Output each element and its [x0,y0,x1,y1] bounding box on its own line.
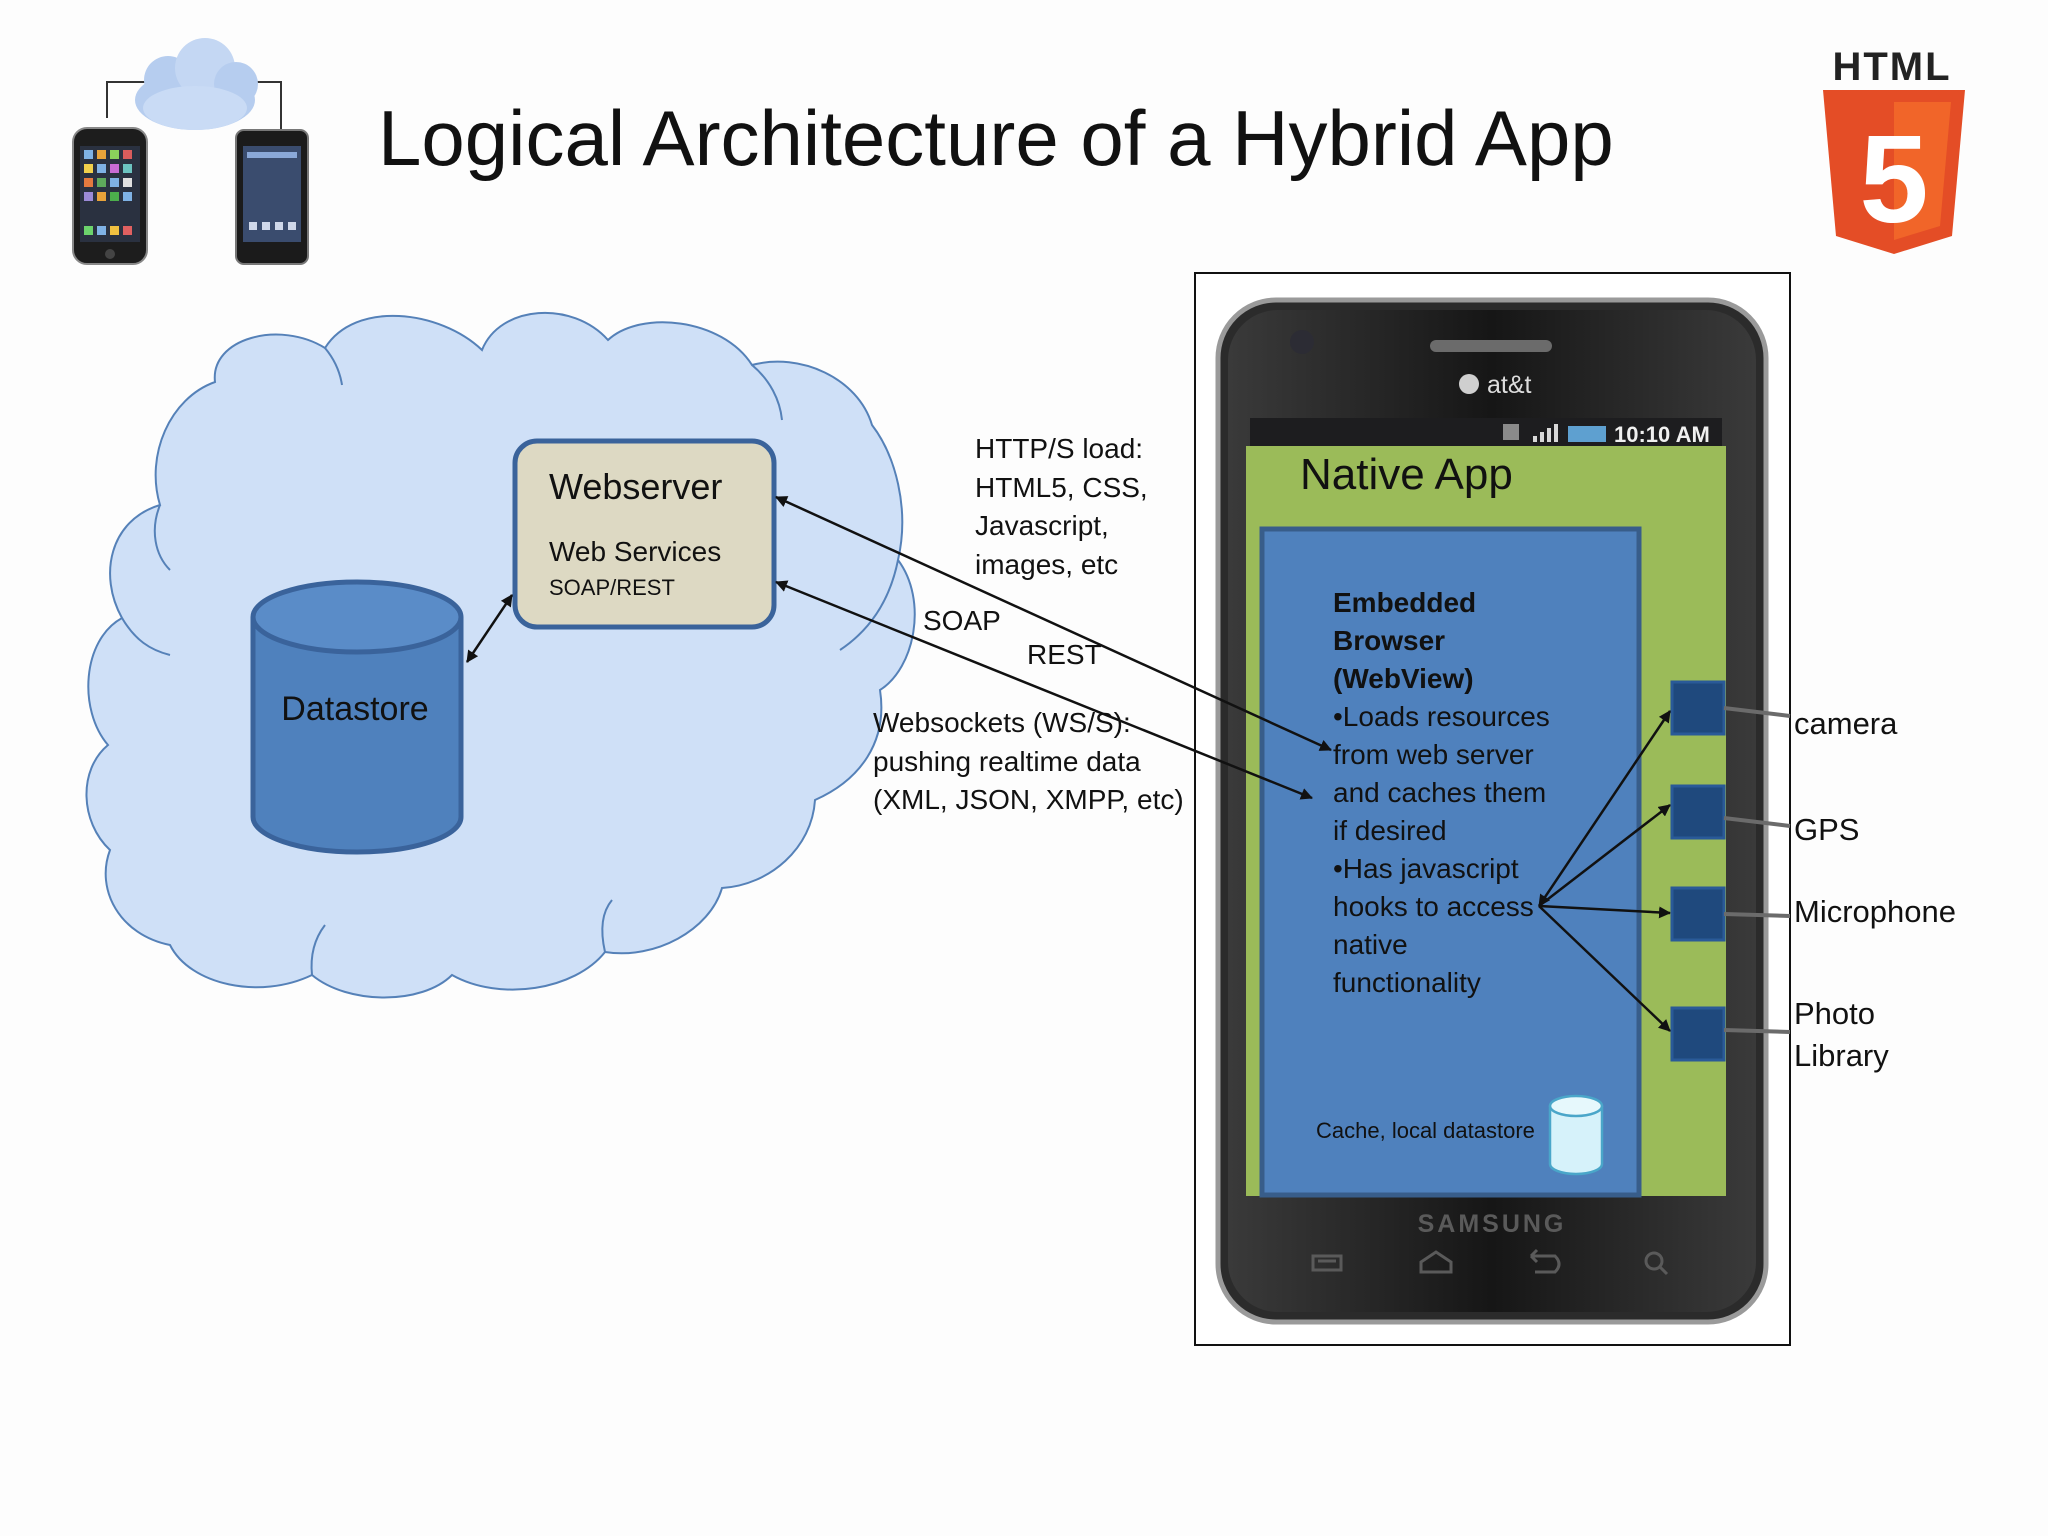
websockets-line-2: pushing realtime data [873,746,1141,777]
embedded-browser-panel: Embedded Browser (WebView) •Loads resour… [1259,526,1642,1198]
status-time: 10:10 AM [1614,422,1710,447]
browser-bullet-1: •Loads resources from web server and cac… [1333,701,1550,846]
rest-label: REST [1027,639,1102,670]
websockets-label: Websockets (WS/S): pushing realtime data… [873,707,1184,815]
datastore-label: Datastore [281,690,428,728]
feature-microphone: Microphone [1794,894,1956,929]
gps-square [1670,784,1726,840]
feature-squares [1670,680,1726,1062]
webserver-title: Webserver [549,466,722,507]
page-title: Logical Architecture of a Hybrid App [378,94,1614,182]
network-arrows [775,495,1332,800]
browser-bullet-2: •Has javascript hooks to access native f… [1333,853,1534,998]
status-bar: 10:10 AM [1250,418,1722,447]
browser-heading-line-3: (WebView) [1333,663,1474,694]
signal-icon [1533,424,1558,442]
bullet-1-line-1: •Loads resources [1333,701,1550,732]
menu-icon [1311,1254,1343,1272]
battery-icon [1568,426,1606,442]
html5-logo-text: HTML [1832,45,1951,89]
native-app-title: Native App [1300,450,1513,499]
bullet-1-line-2: from web server [1333,739,1534,770]
feature-photo-library-2: Library [1794,1038,1889,1073]
datastore-webserver-arrow [465,594,514,663]
http-line-4: images, etc [975,549,1118,580]
cloud-shape [85,311,916,999]
html5-logo-icon: HTML 5 [1823,45,1965,254]
phone-brand: SAMSUNG [1418,1210,1567,1238]
websockets-line-1: Websockets (WS/S): [873,707,1131,738]
cloud-icon [85,311,916,999]
cloud-icon [135,38,258,130]
websocket-arrow [775,580,1313,800]
search-icon [1644,1251,1669,1276]
datastore: Datastore [250,579,464,855]
bullet-2-line-2: hooks to access [1333,891,1534,922]
phone-speaker [1430,340,1552,352]
phone-nav-keys [1311,1248,1669,1276]
photo-library-square [1670,1006,1726,1062]
http-line-3: Javascript, [975,510,1109,541]
back-icon [1529,1248,1561,1274]
webserver-box: Webserver Web Services SOAP/REST [512,438,777,630]
iphone-icon [72,127,148,265]
http-line-1: HTTP/S load: [975,433,1143,464]
bullet-2-line-4: functionality [1333,967,1481,998]
html5-logo-digit: 5 [1860,111,1929,249]
feature-connectors [1723,706,1791,1034]
websockets-line-3: (XML, JSON, XMPP, etc) [873,784,1184,815]
cache-database-icon [1548,1094,1604,1176]
feature-photo-library-1: Photo [1794,996,1875,1031]
browser-heading-line-2: Browser [1333,625,1445,656]
hook-arrows [1537,710,1672,1032]
webserver-services: Web Services [549,536,721,567]
feature-camera: camera [1794,706,1898,741]
camera-square [1670,680,1726,736]
microphone-square [1670,886,1726,942]
corner-graphic [72,38,309,265]
soap-label: SOAP [923,605,1001,636]
webserver-protocols: SOAP/REST [549,575,675,600]
browser-heading-line-1: Embedded [1333,587,1476,618]
feature-gps: GPS [1794,812,1859,847]
bullet-2-line-1: •Has javascript [1333,853,1519,884]
feature-labels: camera GPS Microphone Photo Library [1794,706,1956,1073]
home-icon [1419,1250,1453,1274]
browser-heading: Embedded Browser (WebView) [1333,587,1476,694]
bullet-1-line-4: if desired [1333,815,1447,846]
cache-label: Cache, local datastore [1316,1118,1535,1143]
android-phone-icon [235,129,309,265]
bullet-2-line-3: native [1333,929,1408,960]
http-line-2: HTML5, CSS, [975,472,1148,503]
bullet-1-line-3: and caches them [1333,777,1546,808]
http-load-label: HTTP/S load: HTML5, CSS, Javascript, ima… [975,433,1148,580]
carrier-logo: at&t [1487,371,1532,399]
